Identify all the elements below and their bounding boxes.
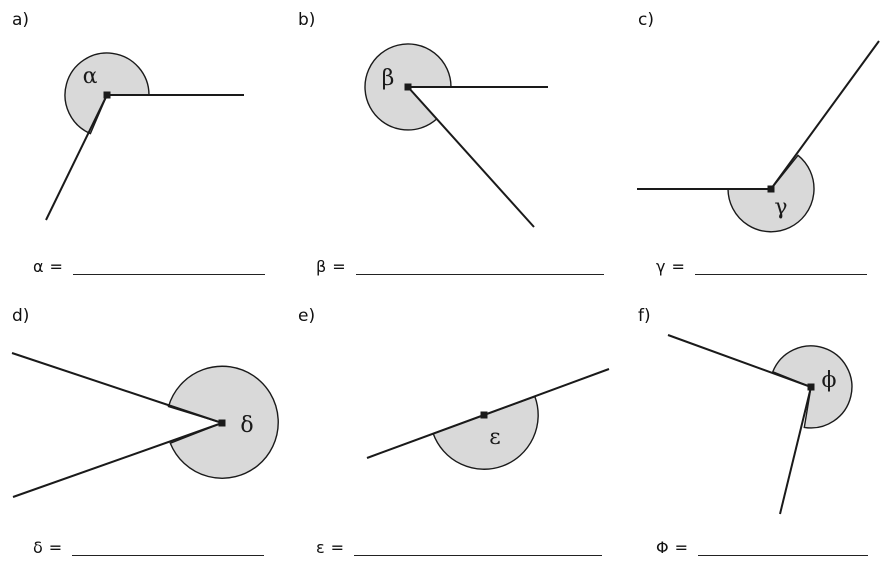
ray-alpha-2	[45, 94, 108, 221]
answer-equals-beta: =	[332, 257, 346, 276]
panel-label-f: f)	[638, 306, 651, 326]
answer-symbol-phi: Φ	[656, 538, 669, 557]
angle-symbol-beta: β	[382, 66, 395, 91]
ray-phi-2	[779, 386, 812, 515]
panel-label-b: b)	[298, 10, 316, 30]
panel-label-d: d)	[12, 306, 30, 326]
angle-arc-epsilon	[432, 395, 539, 470]
answer-equals-alpha: =	[49, 257, 63, 276]
answer-beta: β =	[316, 259, 604, 275]
vertex-epsilon	[480, 411, 488, 419]
angle-diagram-a: α	[45, 52, 244, 221]
ray-delta-2	[12, 422, 223, 498]
answer-blank-delta[interactable]	[72, 541, 265, 556]
answer-symbol-delta: δ	[33, 538, 43, 557]
ray-phi-1	[667, 334, 812, 388]
answer-blank-phi[interactable]	[698, 541, 868, 556]
answer-symbol-alpha: α	[33, 257, 44, 276]
answer-blank-beta[interactable]	[355, 260, 604, 275]
answer-phi: Φ =	[656, 540, 868, 556]
panel-label-c: c)	[638, 10, 654, 30]
answer-epsilon: ε =	[316, 538, 603, 557]
ray-epsilon-1	[483, 368, 610, 416]
angle-diagram-b: β	[364, 43, 548, 228]
angle-diagram-f: ϕ	[667, 334, 853, 515]
angle-diagram-e: ε	[366, 368, 610, 470]
answer-equals-delta: =	[48, 538, 63, 557]
answer-alpha: α =	[33, 259, 265, 275]
angle-symbol-epsilon: ε	[489, 425, 500, 450]
answer-blank-gamma[interactable]	[694, 260, 867, 275]
vertex-phi	[807, 383, 815, 391]
answer-delta: δ =	[33, 538, 265, 557]
panel-label-a: a)	[12, 10, 30, 30]
vertex-beta	[404, 83, 412, 91]
angle-symbol-delta: δ	[240, 413, 253, 438]
angle-symbol-gamma: γ	[774, 195, 787, 220]
panel-label-e: e)	[298, 306, 316, 326]
vertex-delta	[218, 419, 226, 427]
angle-symbol-phi: ϕ	[822, 368, 837, 393]
answer-equals-phi: =	[674, 538, 688, 557]
angle-symbol-alpha: α	[83, 64, 98, 89]
angle-arc-gamma	[727, 154, 815, 233]
answer-blank-alpha[interactable]	[72, 260, 265, 275]
answer-gamma: γ =	[656, 259, 867, 275]
ray-gamma-2	[770, 40, 880, 190]
ray-beta-2	[407, 86, 535, 228]
answer-equals-epsilon: =	[330, 538, 345, 557]
answer-symbol-gamma: γ	[656, 257, 666, 276]
vertex-alpha	[103, 91, 111, 99]
answer-symbol-beta: β	[316, 257, 327, 276]
answer-blank-epsilon[interactable]	[354, 541, 603, 556]
answer-equals-gamma: =	[671, 257, 685, 276]
vertex-gamma	[767, 185, 775, 193]
angle-diagram-d: δ	[11, 352, 279, 498]
ray-delta-1	[11, 352, 223, 424]
ray-epsilon-2	[366, 414, 485, 459]
answer-symbol-epsilon: ε	[316, 538, 325, 557]
angle-diagram-c: γ	[637, 40, 880, 233]
